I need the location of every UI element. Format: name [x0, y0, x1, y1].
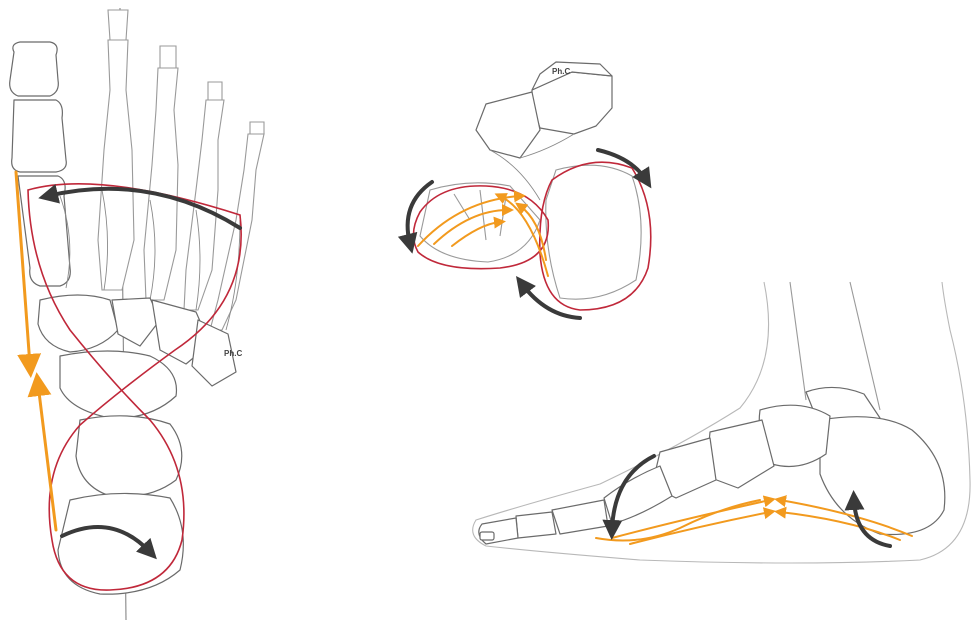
medial-foot-view	[473, 282, 970, 563]
artist-signature: Ph.C	[224, 349, 242, 358]
artist-signature-rear: Ph.C	[552, 67, 570, 76]
rear-view-bones	[420, 62, 641, 299]
tarsal-bones	[38, 295, 236, 594]
hallux-bones	[10, 42, 71, 286]
dorsal-foot-view: Ph.C	[10, 8, 264, 620]
upward-force-arrow	[38, 384, 56, 530]
medial-metatarsal-and-toe-bones	[479, 466, 672, 544]
leg-bones	[790, 282, 880, 425]
lesser-toe-bones	[98, 10, 264, 330]
rear-foot-view: Ph.C	[408, 62, 651, 318]
